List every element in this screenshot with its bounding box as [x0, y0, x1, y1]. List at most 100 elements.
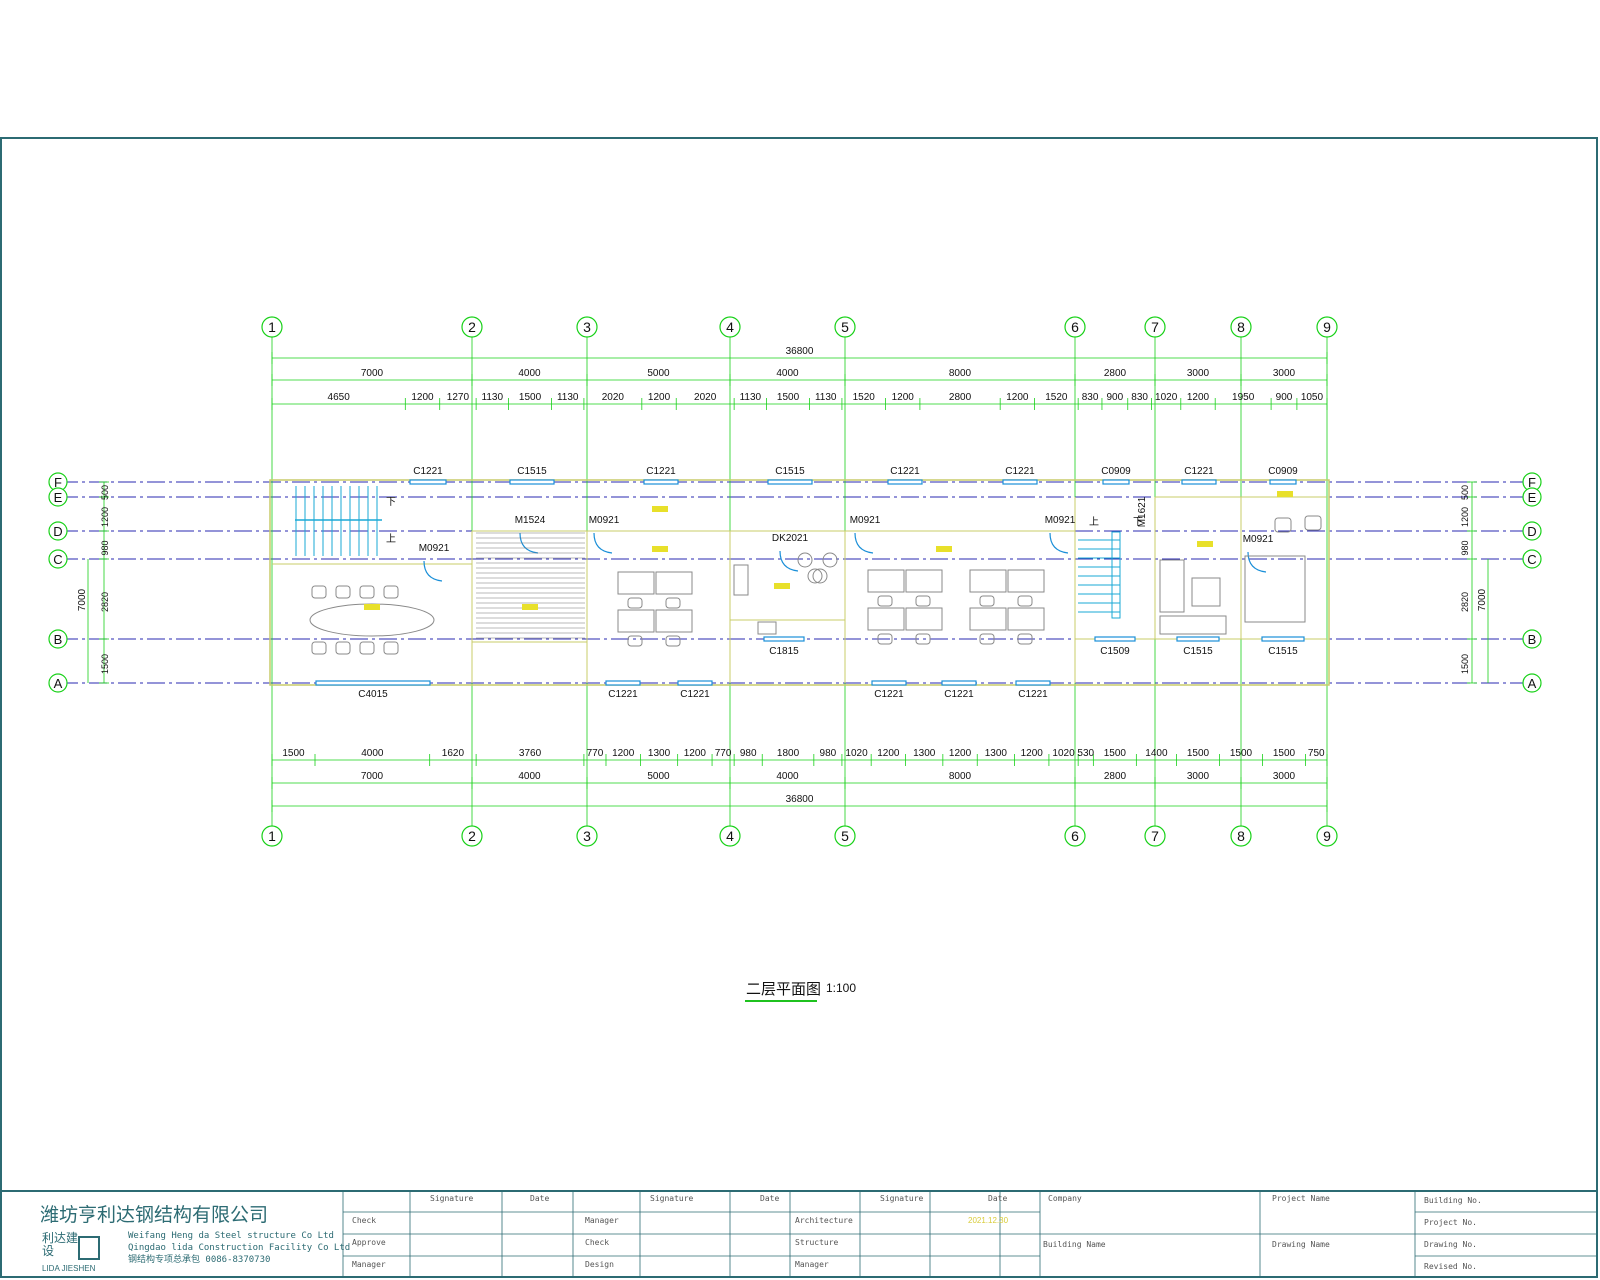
exterior-wall	[269, 479, 1330, 686]
grid-column-label: 5	[841, 828, 849, 844]
title-block-row-label: Approve	[352, 1238, 386, 1247]
window-label-mid: C1515	[1268, 646, 1298, 657]
segment-dimension-label: 1130	[740, 392, 762, 403]
grid-bubble	[1316, 316, 1338, 338]
chair	[359, 585, 375, 599]
company-logo-icon	[78, 1236, 100, 1260]
segment-dimension-label: 530	[1077, 748, 1094, 759]
dining-chair	[797, 552, 813, 568]
segment-dimension-label: 830	[1082, 392, 1099, 403]
office-desk	[969, 569, 1007, 593]
window-symbol	[677, 680, 713, 686]
grid-column-label: 8	[1237, 319, 1245, 335]
segment-dimension-label: 980	[740, 748, 757, 759]
grid-row-label: B	[54, 632, 63, 647]
side-dimension-label: 500	[100, 485, 110, 500]
grid-bubble	[261, 825, 283, 847]
grid-bubble	[48, 629, 68, 649]
segment-dimension-label: 1020	[1052, 748, 1075, 759]
side-dimension-label: 1500	[1460, 654, 1470, 674]
grid-bubble	[1144, 825, 1166, 847]
grid-bubble	[1522, 629, 1542, 649]
window-label-top: C1221	[413, 466, 443, 477]
window-label-top: C0909	[1268, 466, 1298, 477]
chair	[383, 585, 399, 599]
segment-dimension-label: 1270	[447, 392, 470, 403]
window-symbol	[1002, 479, 1038, 485]
overall-dimension-label: 36800	[786, 346, 814, 357]
segment-dimension-label: 1500	[1230, 748, 1253, 759]
grid-column-label: 8	[1237, 828, 1245, 844]
bay-dimension-label: 8000	[949, 368, 972, 379]
window-label-bottom: C1221	[874, 689, 904, 700]
door-swing	[519, 532, 539, 554]
window-symbol	[767, 479, 813, 485]
room-label-mark	[652, 506, 668, 512]
title-block-grid	[342, 1190, 1598, 1278]
office-desk	[867, 607, 905, 631]
segment-dimension-label: 1130	[557, 392, 579, 403]
overall-dimension-label: 36800	[786, 794, 814, 805]
grid-column-label: 7	[1151, 828, 1159, 844]
segment-dimension-label: 1500	[1104, 748, 1127, 759]
office-desk	[655, 609, 693, 633]
chair	[665, 635, 681, 647]
side-dimension-label: 1200	[100, 507, 110, 527]
side-dimension-label: 2820	[100, 592, 110, 612]
side-dimension-label: 980	[100, 540, 110, 555]
chair	[627, 597, 643, 609]
window-label-mid: C1815	[769, 646, 799, 657]
segment-dimension-label: 1300	[648, 748, 671, 759]
company-info-line: Qingdao lida Construction Facility Co Lt…	[128, 1243, 351, 1253]
title-block-header: Date	[988, 1194, 1008, 1203]
grid-bubble	[1522, 549, 1542, 569]
stair-direction: 上	[1089, 516, 1099, 528]
grid-column-label: 2	[468, 828, 476, 844]
window-symbol	[1015, 680, 1051, 686]
window-symbol	[1176, 636, 1220, 642]
bay-dimension-label: 2800	[1104, 771, 1127, 782]
segment-dimension-label: 2800	[949, 392, 972, 403]
grid-column-label: 4	[726, 319, 734, 335]
grid-bubble	[719, 316, 741, 338]
segment-dimension-label: 1800	[777, 748, 800, 759]
room-label-mark	[1277, 491, 1293, 497]
segment-dimension-label: 770	[587, 748, 604, 759]
window-symbol	[887, 479, 923, 485]
chair	[979, 633, 995, 645]
segment-dimension-label: 1200	[949, 748, 972, 759]
grid-column-label: 6	[1071, 828, 1079, 844]
bay-dimension-label: 3000	[1187, 368, 1210, 379]
bay-dimension-label: 5000	[647, 368, 670, 379]
segment-dimension-label: 750	[1308, 748, 1325, 759]
manager-desk	[1244, 555, 1306, 623]
door-label: M0921	[589, 515, 620, 526]
window-symbol	[763, 636, 805, 642]
grid-row-label: E	[1528, 490, 1537, 505]
door-swing	[1049, 532, 1069, 554]
side-dimension-label: 980	[1460, 540, 1470, 555]
segment-dimension-label: 1500	[1273, 748, 1296, 759]
segment-dimension-label: 1520	[853, 392, 876, 403]
chair	[915, 633, 931, 645]
stove	[757, 621, 777, 635]
window-label-top: C1221	[890, 466, 920, 477]
toilet-fixture	[1304, 515, 1322, 531]
office-desk	[867, 569, 905, 593]
window-label-top: C1221	[646, 466, 676, 477]
segment-dimension-label: 1050	[1301, 392, 1324, 403]
title-block-building-label: Building Name	[1043, 1240, 1106, 1249]
title-block-header: Signature	[650, 1194, 694, 1203]
segment-dimension-label: 1200	[648, 392, 671, 403]
title-block-row-label: Check	[585, 1238, 610, 1247]
bay-dimension-label: 3000	[1273, 368, 1296, 379]
room-label-mark	[364, 604, 380, 610]
toilet-fixture	[1274, 517, 1292, 533]
coffee-table	[1191, 577, 1221, 607]
grid-column-label: 6	[1071, 319, 1079, 335]
stair-direction: 下	[1133, 517, 1143, 528]
door-swing	[1247, 551, 1267, 573]
chair	[627, 635, 643, 647]
grid-column-label: 2	[468, 319, 476, 335]
segment-dimension-label: 830	[1131, 392, 1148, 403]
